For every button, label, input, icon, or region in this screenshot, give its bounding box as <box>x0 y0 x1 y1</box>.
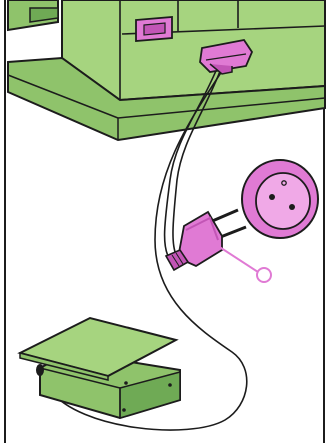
machine-power-inlet <box>136 17 172 41</box>
mains-plug <box>166 210 246 270</box>
wall-socket <box>242 160 318 238</box>
foot-pedal <box>20 318 180 418</box>
callout-marker <box>218 246 271 282</box>
